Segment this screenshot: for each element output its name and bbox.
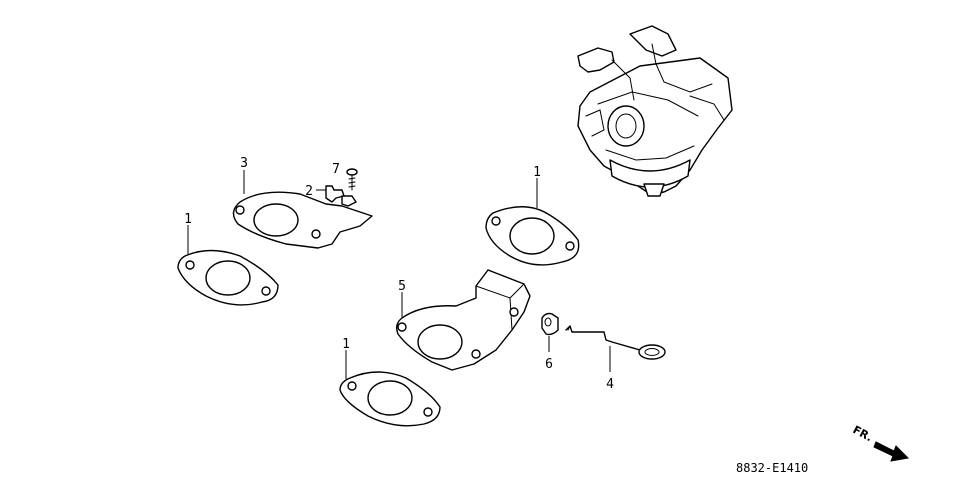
leader-lines <box>187 170 611 379</box>
gasket-left <box>177 249 279 306</box>
callout-plate-insulator: 3 <box>240 156 248 171</box>
drawing-code: 8832-E1410 <box>736 461 808 475</box>
front-direction-indicator: FR. <box>851 423 910 462</box>
grommet <box>541 312 559 336</box>
callout-screw: 7 <box>332 162 340 177</box>
front-arrow-icon <box>873 441 910 462</box>
plate-bracket <box>395 269 531 371</box>
fuel-joint <box>325 185 357 207</box>
choke-rod <box>565 325 666 360</box>
callout-grommet: 6 <box>545 357 553 372</box>
callout-gasket-left: 1 <box>184 212 192 227</box>
callout-gasket-bottom: 1 <box>342 337 350 352</box>
callout-choke-rod: 4 <box>606 377 614 392</box>
callout-fuel-joint: 2 <box>305 184 313 199</box>
plate-insulator <box>232 191 373 249</box>
callouts: 1 1 1 3 2 7 5 6 4 <box>184 156 614 392</box>
callout-gasket-top-right: 1 <box>533 165 541 180</box>
screw <box>346 168 358 191</box>
carburetor-assembly <box>577 25 733 197</box>
gasket-top-right <box>485 206 580 266</box>
front-label: FR. <box>851 423 875 444</box>
gasket-bottom <box>339 371 441 427</box>
callout-plate-bracket: 5 <box>398 279 406 294</box>
